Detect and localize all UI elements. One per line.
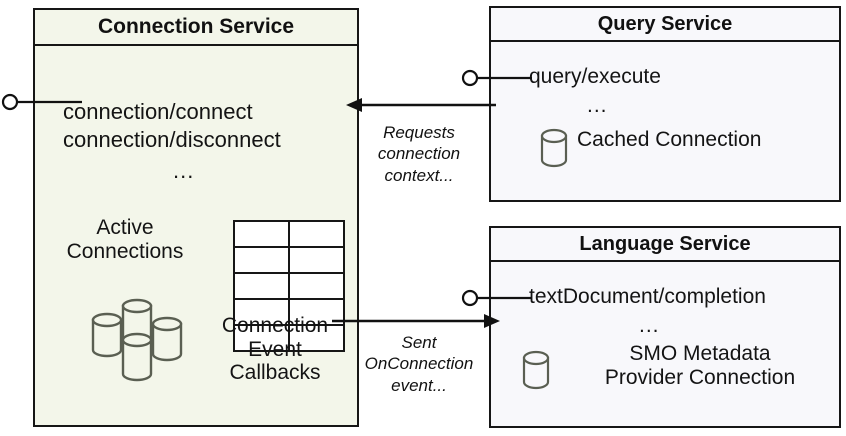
edge-label-sent-onconnection-event: Sent OnConnection event... <box>364 333 474 395</box>
database-cluster-icon <box>91 298 183 382</box>
language-service-body: textDocument/completion ... SMO Metadata… <box>491 262 839 426</box>
connection-service-body: connection/connect connection/disconnect… <box>35 46 357 425</box>
connection-service-api-ellipsis: ... <box>173 158 195 183</box>
callbacks-grid-icon <box>233 220 345 352</box>
smo-metadata-provider-label: SMO Metadata Provider Connection <box>604 342 796 389</box>
database-icon <box>540 128 568 168</box>
query-service-api-execute: query/execute <box>529 65 661 88</box>
arrow-connection-service-to-language-service <box>332 314 500 328</box>
provided-interface-lollipop-language-service[interactable] <box>460 278 540 318</box>
provided-interface-lollipop-query-service[interactable] <box>460 58 540 98</box>
arrow-query-service-to-connection-service <box>346 98 496 112</box>
cached-connection-label: Cached Connection <box>577 128 762 151</box>
connection-service-api-connect: connection/connect <box>63 99 253 124</box>
connection-event-callbacks-label: Connection Event Callbacks <box>221 314 329 385</box>
component-connection-service[interactable]: Connection Service connection/connect co… <box>33 8 359 427</box>
language-service-title: Language Service <box>491 228 839 262</box>
language-service-api-ellipsis: ... <box>639 314 660 337</box>
connection-service-title: Connection Service <box>35 10 357 46</box>
edge-label-requests-connection-context: Requests connection context... <box>377 123 461 185</box>
connection-service-api-disconnect: connection/disconnect <box>63 127 281 152</box>
component-query-service[interactable]: Query Service query/execute ... Cached C… <box>489 6 841 202</box>
database-icon <box>522 350 550 390</box>
query-service-api-ellipsis: ... <box>587 94 608 117</box>
query-service-title: Query Service <box>491 8 839 42</box>
query-service-body: query/execute ... Cached Connection <box>491 42 839 200</box>
component-language-service[interactable]: Language Service textDocument/completion… <box>489 226 841 428</box>
provided-interface-lollipop-connection-service[interactable] <box>0 82 90 122</box>
language-service-api-completion: textDocument/completion <box>529 285 766 308</box>
active-connections-label: Active Connections <box>66 216 184 263</box>
